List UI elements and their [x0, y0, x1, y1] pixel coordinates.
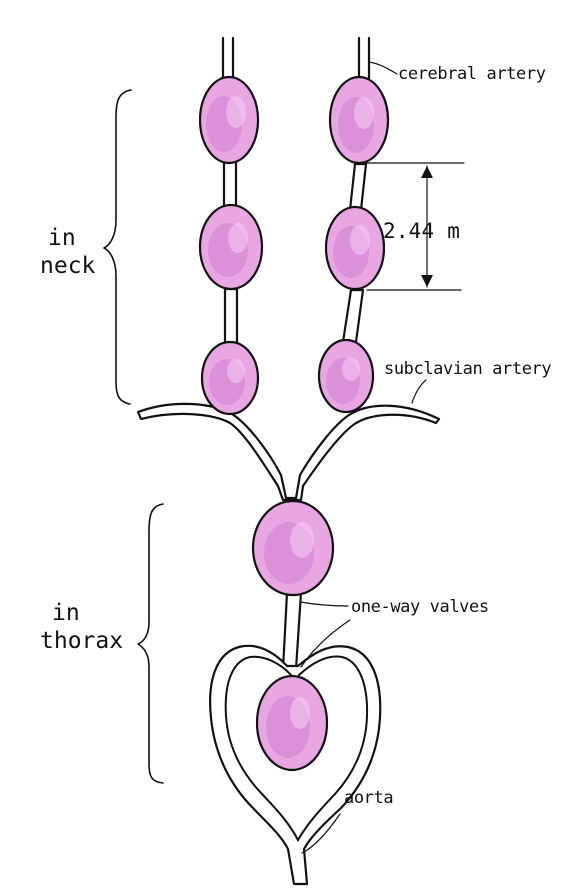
left-sac-top-highlight: [226, 96, 246, 128]
left-neck-segment-2: [225, 289, 237, 344]
right-sac-middle: [326, 207, 384, 289]
right-top-artery: [359, 38, 369, 82]
right-sac-bottom-highlight: [342, 357, 360, 381]
thorax-sac-upper-highlight: [290, 522, 314, 558]
thorax-sac-lower-highlight: [290, 697, 310, 729]
left-sac-bottom: [202, 342, 258, 414]
right-sac-top-highlight: [354, 97, 374, 129]
thorax-label-line-2: thorax: [40, 628, 123, 654]
left-sac-top: [200, 77, 258, 163]
measurement-label: 2.44 m: [383, 219, 460, 243]
thorax-sac-lower: [257, 676, 327, 770]
one-way-valves-label: one-way valves: [351, 597, 489, 617]
cerebral-artery-label: cerebral artery: [398, 64, 546, 84]
right-sac-middle-highlight: [350, 225, 370, 255]
aorta-label: aorta: [344, 788, 393, 808]
left-neck-segment-1: [224, 161, 236, 208]
neck-label-line-1: in: [48, 225, 76, 251]
thorax-label-line-1: in: [52, 600, 80, 626]
left-sac-middle: [200, 205, 262, 289]
subclavian-artery-label: subclavian artery: [384, 359, 551, 379]
left-sac-bottom-highlight: [227, 359, 245, 383]
right-sac-top: [330, 77, 388, 163]
neck-label-line-2: neck: [40, 253, 96, 279]
left-sac-middle-highlight: [228, 223, 248, 253]
right-sac-bottom: [319, 340, 373, 412]
thorax-sac-upper: [253, 501, 333, 595]
